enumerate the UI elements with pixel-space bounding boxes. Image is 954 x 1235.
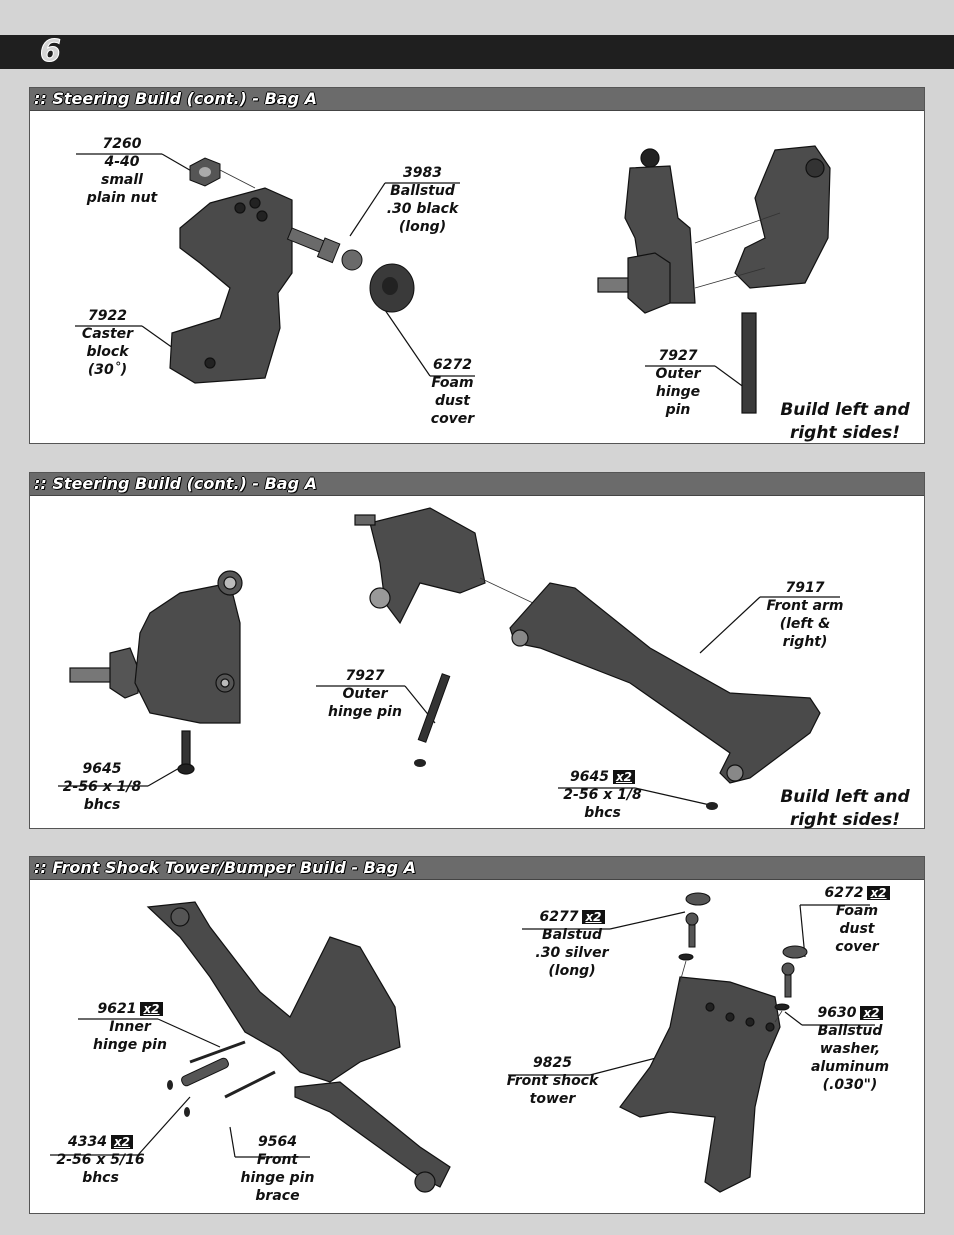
front-hinge-pin-brace [181, 1057, 229, 1087]
label-9564: 9564 Front hinge pin brace [240, 1134, 315, 1204]
front-arm-illustration [58, 507, 840, 810]
label-6272: 6272 Foam dust cover [430, 357, 475, 427]
ballstud [286, 227, 363, 271]
label-9825: 9825 Front shock tower [506, 1055, 599, 1107]
front-shock-tower [619, 976, 781, 1193]
label-7922: 7922 Caster block (30˚) [81, 308, 134, 378]
section-header: :: Front Shock Tower/Bumper Build - Bag … [30, 857, 924, 880]
steering-knuckle-assembly [69, 570, 243, 775]
label-7927: 7927 Outer hinge pin [328, 668, 402, 720]
panel-front-shock-tower: :: Front Shock Tower/Bumper Build - Bag … [29, 856, 925, 1214]
build-note: Build left and right sides! [780, 787, 910, 830]
section-title: :: Front Shock Tower/Bumper Build - Bag … [34, 858, 417, 877]
steering-parts-illustration [75, 145, 831, 414]
outer-hinge-pin [417, 673, 451, 743]
front-bulkhead-assembly [146, 901, 451, 1193]
label-9645: 9645 2-56 x 1/8 bhcs [62, 761, 142, 813]
label-7927: 7927 Outer hinge pin [655, 348, 701, 418]
build-note: Build left and right sides! [780, 400, 910, 443]
label-7260: 7260 4-40 small plain nut [86, 136, 158, 206]
section-title: :: Steering Build (cont.) - Bag A [34, 474, 318, 493]
panel-steering-build-1: :: Steering Build (cont.) - Bag A [29, 87, 925, 444]
page-header-bar [0, 35, 954, 69]
front-arm [509, 582, 821, 784]
foam-dust-cover [369, 263, 415, 313]
panel-steering-build-2: :: Steering Build (cont.) - Bag A [29, 472, 925, 830]
ballstud-stack [678, 892, 808, 1011]
shock-tower-illustration [50, 892, 875, 1193]
upright-assembly [354, 507, 486, 625]
page-number: 6 [40, 34, 62, 70]
section-header: :: Steering Build (cont.) - Bag A [30, 88, 924, 111]
label-3983: 3983 Ballstud .30 black (long) [386, 165, 459, 235]
assembled-steering-knuckle [597, 145, 831, 414]
outer-hinge-pin [741, 312, 757, 414]
label-7917: 7917 Front arm (left & right) [766, 580, 844, 650]
caster-block [169, 187, 293, 384]
section-title: :: Steering Build (cont.) - Bag A [34, 89, 318, 108]
section-header: :: Steering Build (cont.) - Bag A [30, 473, 924, 496]
